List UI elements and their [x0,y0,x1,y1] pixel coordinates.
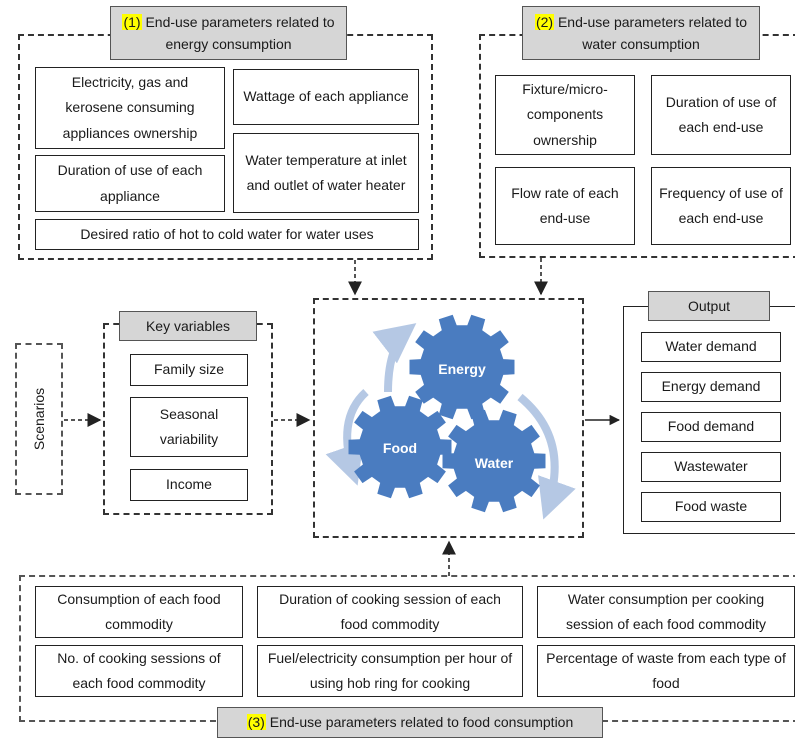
food-gear [348,395,452,499]
cycle-arrow-top [372,323,417,393]
water-title-text: End-use parameters related to water cons… [557,13,748,52]
energy-parameters-title: (1) End-use parameters related to energy… [110,6,347,60]
food-gear-label: Food [382,440,418,456]
end-use-duration-box: Duration of use of each end-use [651,75,791,155]
cooking-duration-box: Duration of cooking session of each food… [257,586,523,638]
water-heater-temperature-box: Water temperature at inlet and outlet of… [233,133,419,213]
group-number-1: (1) [122,13,142,30]
income-box: Income [130,469,248,501]
energy-gear [409,314,515,420]
cycle-arrow-left [325,389,369,486]
hob-ring-consumption-box: Fuel/electricity consumption per hour of… [257,645,523,697]
hot-cold-ratio-box: Desired ratio of hot to cold water for w… [35,219,419,250]
food-consumption-box: Consumption of each food commodity [35,586,243,638]
cooking-sessions-box: No. of cooking sessions of each food com… [35,645,243,697]
key-variables-title: Key variables [119,311,257,341]
scenarios-box: Scenarios [15,343,63,495]
output-title: Output [648,291,770,321]
end-use-frequency-box: Frequency of use of each end-use [651,167,791,245]
appliance-wattage-box: Wattage of each appliance [233,69,419,125]
cycle-arrow-right [517,393,576,520]
water-gear [442,409,546,513]
food-waste-box: Food waste [641,492,781,522]
food-title-text: End-use parameters related to food consu… [269,714,574,731]
food-waste-percentage-box: Percentage of waste from each type of fo… [537,645,795,697]
cooking-water-box: Water consumption per cooking session of… [537,586,795,638]
group-number-3: (3) [246,714,266,731]
food-parameters-title: (3) End-use parameters related to food c… [217,707,603,738]
water-gear-label: Water [474,455,514,471]
food-demand-box: Food demand [641,412,781,442]
water-parameters-title: (2) End-use parameters related to water … [522,6,760,60]
group-number-2: (2) [534,13,555,30]
wastewater-box: Wastewater [641,452,781,482]
flow-rate-box: Flow rate of each end-use [495,167,635,245]
appliance-duration-box: Duration of use of each appliance [35,155,225,212]
energy-title-text: End-use parameters related to energy con… [145,13,335,52]
appliances-ownership-box: Electricity, gas and kerosene consuming … [35,67,225,149]
fixture-ownership-box: Fixture/micro-components ownership [495,75,635,155]
nexus-box [313,298,584,538]
family-size-box: Family size [130,354,248,386]
seasonal-variability-box: Seasonal variability [130,397,248,457]
energy-demand-box: Energy demand [641,372,781,402]
water-demand-box: Water demand [641,332,781,362]
energy-gear-label: Energy [438,361,486,377]
